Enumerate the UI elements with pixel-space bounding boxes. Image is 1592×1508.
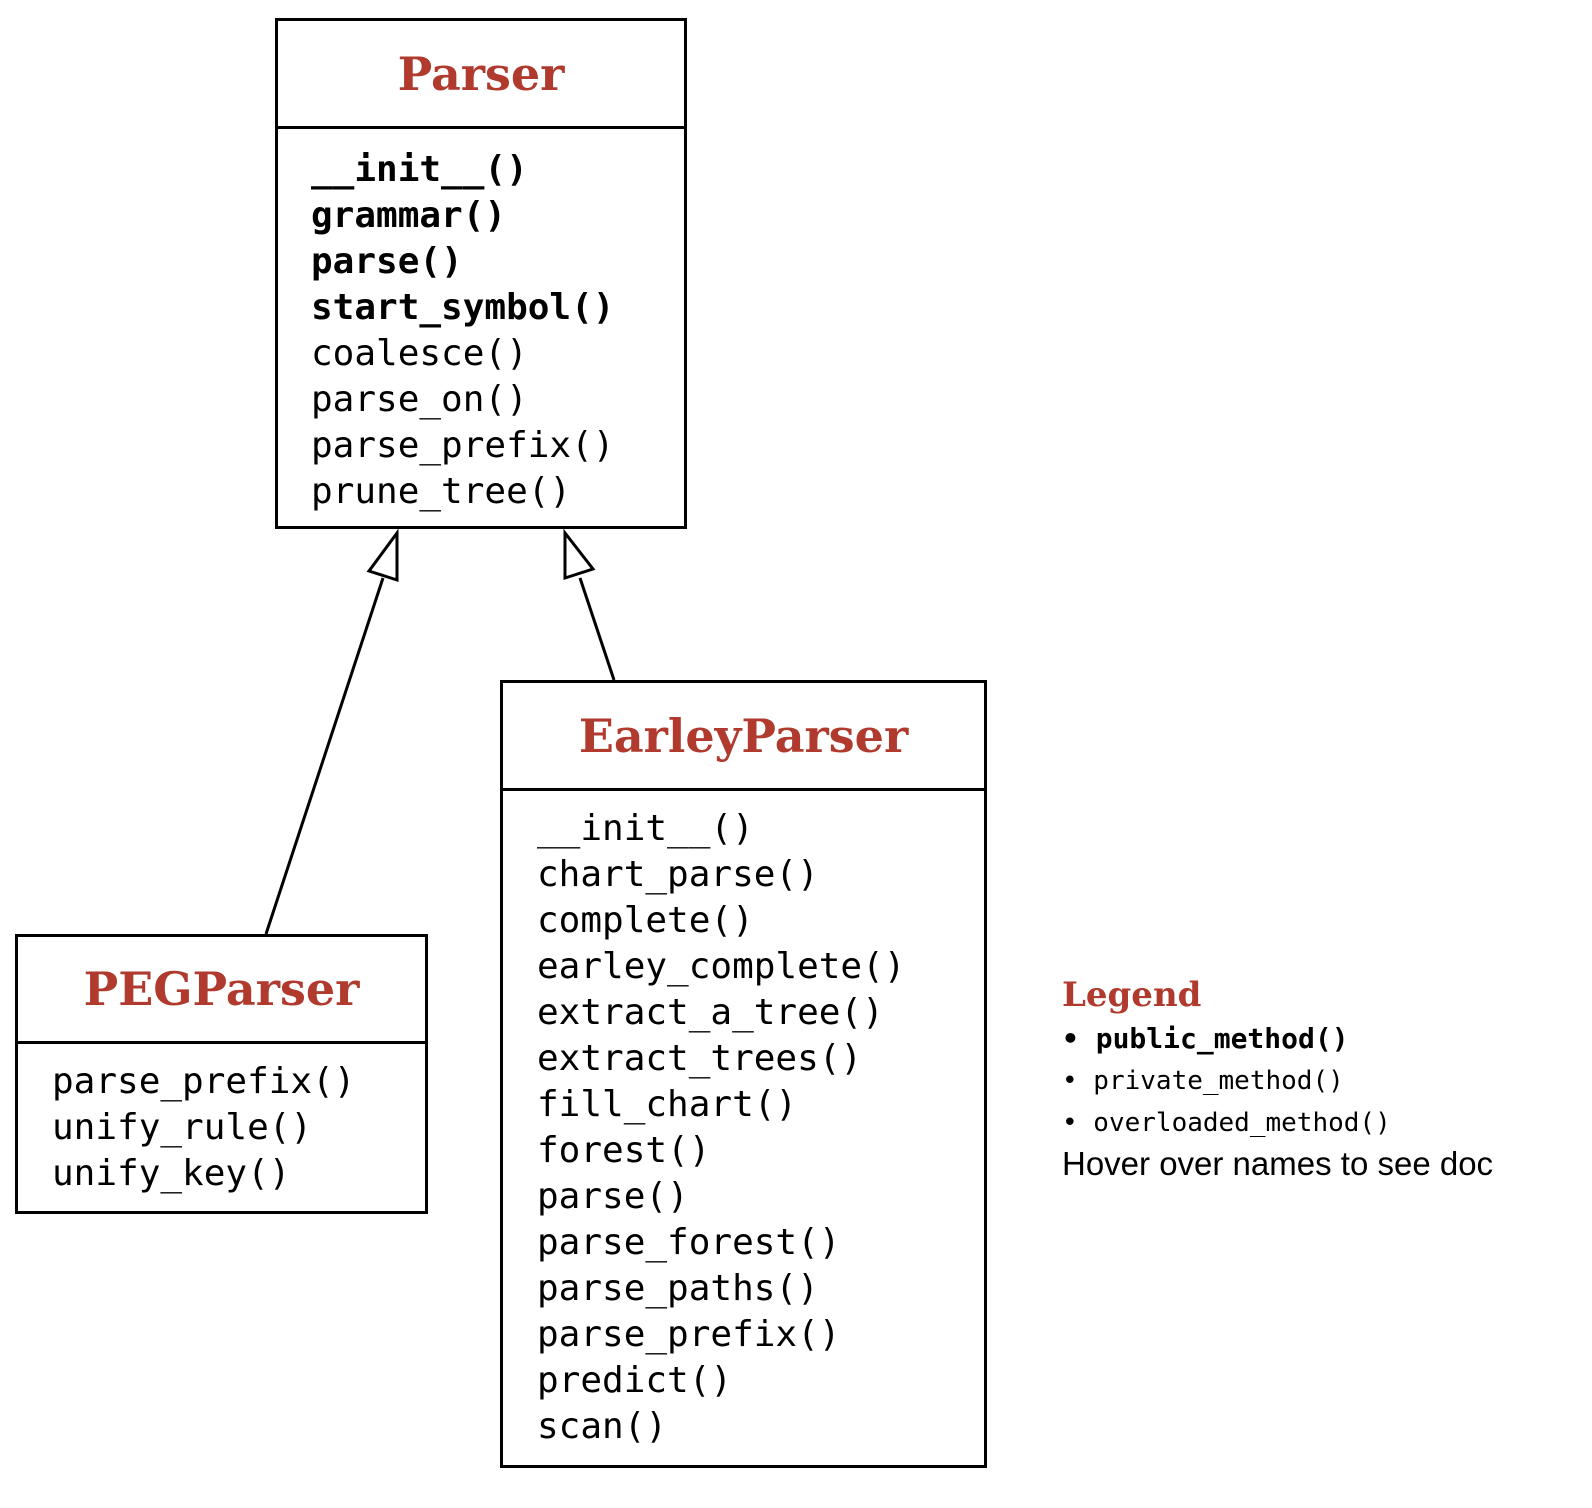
peg-parser-method-unify-key[interactable]: unify_key() (52, 1153, 291, 1194)
peg-parser-method-list: parse_prefix() unify_rule() unify_key() (18, 1044, 425, 1197)
earley-parser-inheritance-line (578, 577, 616, 681)
earley-parser-inherits-parser-edge (563, 528, 616, 681)
peg-parser-inheritance-arrowhead (366, 528, 399, 583)
earley-parser-method-parse-forest[interactable]: parse_forest() (537, 1222, 841, 1263)
peg-parser-method-parse-prefix[interactable]: parse_prefix() (52, 1061, 356, 1102)
parser-method-parse-on[interactable]: parse_on() (311, 379, 528, 420)
earley-parser-method-forest[interactable]: forest() (537, 1130, 711, 1171)
peg-parser-method-unify-rule[interactable]: unify_rule() (52, 1107, 313, 1148)
peg-parser-class-box: PEGParser parse_prefix() unify_rule() un… (15, 934, 428, 1214)
parser-method-init[interactable]: __init__() (311, 149, 528, 190)
earley-parser-inheritance-arrowhead (563, 528, 596, 581)
peg-parser-class-name[interactable]: PEGParser (18, 937, 425, 1044)
parser-method-list: __init__() grammar() parse() start_symbo… (278, 129, 684, 515)
earley-parser-method-chart-parse[interactable]: chart_parse() (537, 854, 819, 895)
legend-note: Hover over names to see doc (1062, 1145, 1494, 1182)
earley-parser-method-extract-trees[interactable]: extract_trees() (537, 1038, 863, 1079)
legend-item-public-method: • public_method() (1062, 1022, 1349, 1055)
parser-method-prune-tree[interactable]: prune_tree() (311, 471, 572, 512)
peg-parser-inheritance-line (264, 577, 385, 935)
legend: Legend • public_method() • private_metho… (1062, 972, 1582, 1184)
earley-parser-method-list: __init__() chart_parse() complete() earl… (503, 791, 984, 1450)
parser-method-coalesce[interactable]: coalesce() (311, 333, 528, 374)
parser-class-name[interactable]: Parser (278, 21, 684, 129)
legend-item-private-method: • private_method() (1062, 1066, 1344, 1096)
earley-parser-method-earley-complete[interactable]: earley_complete() (537, 946, 906, 987)
earley-parser-method-extract-a-tree[interactable]: extract_a_tree() (537, 992, 884, 1033)
legend-title: Legend (1062, 975, 1202, 1015)
earley-parser-method-parse[interactable]: parse() (537, 1176, 689, 1217)
earley-parser-method-parse-prefix[interactable]: parse_prefix() (537, 1314, 841, 1355)
earley-parser-class-name[interactable]: EarleyParser (503, 683, 984, 791)
parser-class-box: Parser __init__() grammar() parse() star… (275, 18, 687, 529)
legend-item-overloaded-method: • overloaded_method() (1062, 1108, 1391, 1138)
parser-method-start-symbol[interactable]: start_symbol() (311, 287, 615, 328)
earley-parser-method-init[interactable]: __init__() (537, 808, 754, 849)
earley-parser-method-parse-paths[interactable]: parse_paths() (537, 1268, 819, 1309)
earley-parser-method-fill-chart[interactable]: fill_chart() (537, 1084, 798, 1125)
peg-parser-inherits-parser-edge (264, 528, 399, 935)
earley-parser-method-predict[interactable]: predict() (537, 1360, 733, 1401)
parser-method-parse[interactable]: parse() (311, 241, 463, 282)
parser-method-parse-prefix[interactable]: parse_prefix() (311, 425, 615, 466)
earley-parser-method-complete[interactable]: complete() (537, 900, 754, 941)
earley-parser-class-box: EarleyParser __init__() chart_parse() co… (500, 680, 987, 1468)
earley-parser-method-scan[interactable]: scan() (537, 1406, 668, 1447)
parser-method-grammar[interactable]: grammar() (311, 195, 507, 236)
